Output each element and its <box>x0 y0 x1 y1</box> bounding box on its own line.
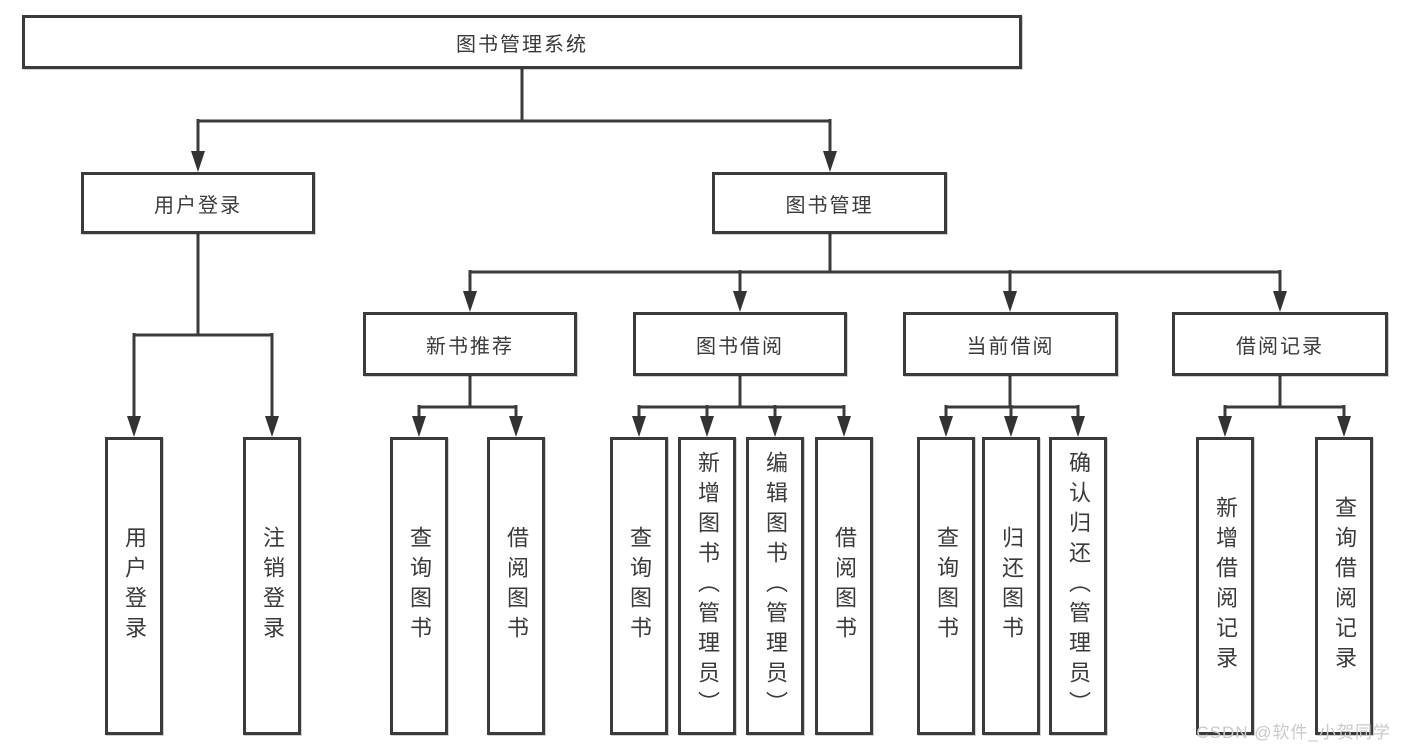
leaf-query-books-recommend: 查询图书 <box>390 437 448 735</box>
node-label: 新书推荐 <box>426 335 514 358</box>
node-library-system: 图书管理系统 <box>22 15 1022 69</box>
node-label: 当前借阅 <box>966 335 1055 358</box>
leaf-borrow-books-recommend: 借阅图书 <box>487 437 545 735</box>
csdn-watermark: CSDN @软件_小贺同学 <box>1196 723 1391 742</box>
leaf-logout: 注销登录 <box>243 437 301 735</box>
node-label: 图书借阅 <box>696 335 784 358</box>
node-label: 图书管理 <box>785 194 874 217</box>
node-borrow-records: 借阅记录 <box>1172 312 1388 376</box>
leaf-query-books-current: 查询图书 <box>917 437 975 735</box>
leaf-add-borrow-record: 新增借阅记录 <box>1196 437 1254 735</box>
node-book-management-branch: 图书管理 <box>712 172 947 234</box>
node-label: 借阅记录 <box>1236 335 1324 358</box>
node-new-book-recommend: 新书推荐 <box>363 312 577 376</box>
leaf-edit-books-admin: 编辑图书（管理员） <box>746 437 804 735</box>
node-label: 图书管理系统 <box>456 33 588 56</box>
node-current-borrowing: 当前借阅 <box>903 312 1118 376</box>
leaf-borrow-books-borrowing: 借阅图书 <box>815 437 873 735</box>
leaf-return-books: 归还图书 <box>982 437 1040 735</box>
node-label: 用户登录 <box>154 194 242 217</box>
arrowheads <box>127 151 1351 437</box>
node-book-borrowing: 图书借阅 <box>633 312 847 376</box>
leaf-query-borrow-record: 查询借阅记录 <box>1315 437 1373 735</box>
leaf-user-login: 用户登录 <box>105 437 163 735</box>
leaf-add-books-admin: 新增图书（管理员） <box>678 437 736 735</box>
leaf-query-books-borrowing: 查询图书 <box>610 437 668 735</box>
node-user-login-branch: 用户登录 <box>81 172 315 234</box>
leaf-confirm-return-admin: 确认归还（管理员） <box>1049 437 1107 735</box>
